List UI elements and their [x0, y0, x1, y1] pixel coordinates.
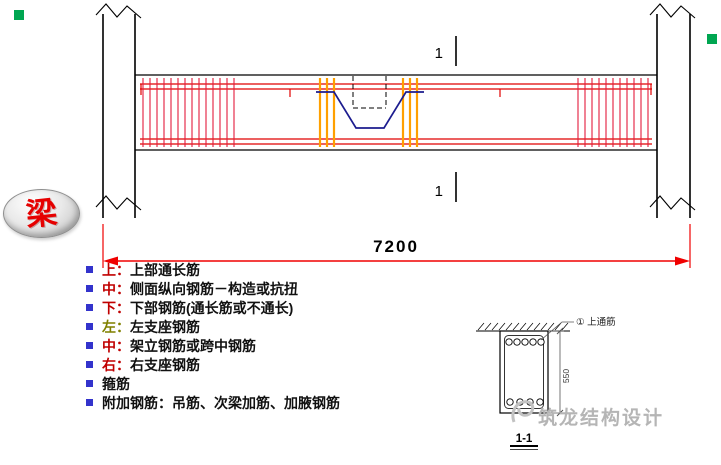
legend-item: 中： 侧面纵向钢筋－构造或抗扭: [86, 279, 340, 298]
section-height-dim: 550: [561, 369, 571, 383]
secondary-beam-dashed: [352, 76, 387, 109]
legend-prefix: 上：: [102, 261, 130, 278]
legend-text: 上部通长筋: [130, 261, 200, 278]
break-top-left: [95, 3, 142, 19]
bullet-icon: [86, 380, 93, 387]
legend-item: 左： 左支座钢筋: [86, 317, 340, 336]
callout-leader: [540, 321, 574, 341]
watermark-text: 筑龙结构设计: [538, 408, 665, 429]
callout-label: ① 上通筋: [576, 316, 616, 328]
section-stirrup: [504, 335, 544, 409]
beam-badge-label: 梁: [24, 194, 59, 233]
beam-badge: 梁: [3, 189, 80, 238]
bullet-icon: [86, 285, 93, 292]
additional-stirrups: [318, 78, 419, 147]
legend-item: 箍筋: [86, 374, 340, 393]
legend-prefix: 中：: [102, 280, 130, 297]
green-marker-right: [707, 34, 717, 44]
bullet-icon: [86, 399, 93, 406]
cross-section-detail: ① 上通筋 550 1-1: [476, 316, 616, 450]
column-lines: [102, 14, 691, 218]
dimension-arrow-right: [675, 256, 690, 266]
dimension-extension-lines: [102, 224, 691, 268]
left-stirrups: [142, 78, 235, 147]
legend-text: 箍筋: [102, 375, 130, 392]
break-top-right: [649, 3, 696, 19]
legend-prefix: 下：: [102, 299, 130, 316]
legend-text: 侧面纵向钢筋－构造或抗扭: [130, 280, 298, 297]
legend-list: 上： 上部通长筋 中： 侧面纵向钢筋－构造或抗扭 下： 下部钢筋(通长筋或不通长…: [86, 260, 340, 412]
legend-item: 下： 下部钢筋(通长筋或不通长): [86, 298, 340, 317]
legend-prefix: 左：: [102, 318, 130, 335]
legend-text: 架立钢筋或跨中钢筋: [130, 337, 256, 354]
break-bottom-left: [95, 195, 142, 211]
section-mark-bottom-label: 1: [435, 183, 443, 200]
legend-text: 附加钢筋：吊筋、次梁加筋、加腋钢筋: [102, 394, 340, 411]
legend-item: 中： 架立钢筋或跨中钢筋: [86, 336, 340, 355]
rebar-hooks: [140, 84, 652, 97]
bullet-icon: [86, 266, 93, 273]
dimension-arrow-left: [103, 256, 118, 266]
green-marker-topleft: [14, 10, 24, 20]
bullet-icon: [86, 342, 93, 349]
section-dim-ticks: [556, 327, 564, 417]
watermark-logo: [511, 400, 535, 423]
hanger-bar: [316, 91, 424, 129]
legend-text: 右支座钢筋: [130, 356, 200, 373]
section-dim-lines: [548, 330, 564, 414]
bullet-icon: [86, 361, 93, 368]
legend-item: 上： 上部通长筋: [86, 260, 340, 279]
section-mark-top-label: 1: [435, 45, 443, 62]
bullet-icon: [86, 304, 93, 311]
slab-hatching: [477, 322, 569, 331]
beam-elevation-diagram: 1 1 7200: [14, 3, 717, 268]
right-stirrups: [577, 78, 649, 147]
span-dimension-label: 7200: [373, 237, 419, 256]
legend-text: 左支座钢筋: [130, 318, 200, 335]
section-label: 1-1: [516, 433, 533, 445]
legend-prefix: 中：: [102, 337, 130, 354]
legend-item: 右： 右支座钢筋: [86, 355, 340, 374]
legend-prefix: 右：: [102, 356, 130, 373]
beam-outline: [135, 74, 657, 151]
legend-text: 下部钢筋(通长筋或不通长): [130, 299, 294, 316]
break-bottom-right: [649, 195, 696, 211]
longitudinal-rebar: [140, 83, 652, 145]
section-top-rebar: [505, 338, 545, 346]
bullet-icon: [86, 323, 93, 330]
legend-item: 附加钢筋：吊筋、次梁加筋、加腋钢筋: [86, 393, 340, 412]
